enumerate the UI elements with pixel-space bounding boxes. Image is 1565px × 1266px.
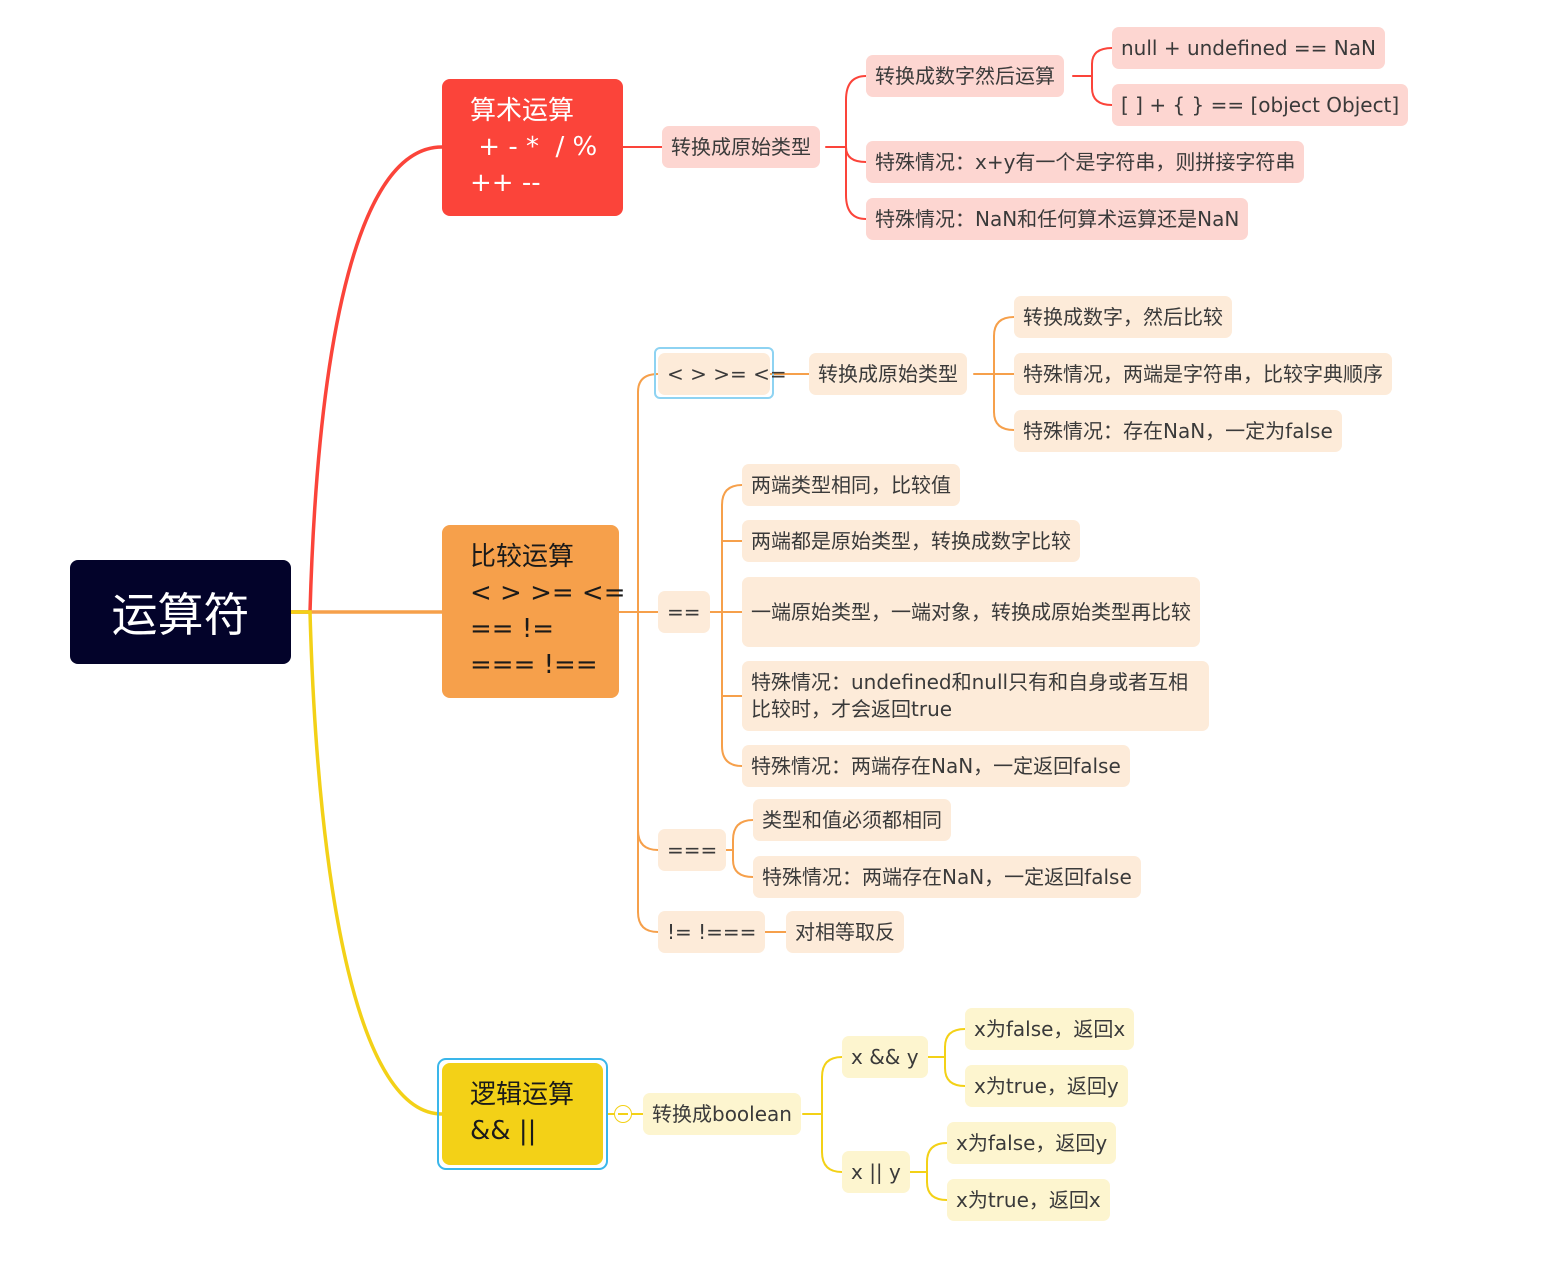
comp-relational[interactable]: < > >= <= <box>658 353 787 395</box>
comp-strict-equal[interactable]: === <box>658 829 727 871</box>
comp-eq-nan-special[interactable]: 特殊情况：两端存在NaN，一定返回false <box>742 745 1130 787</box>
topic-logic[interactable]: 逻辑运算 && || <box>442 1063 603 1165</box>
comp-not-equal[interactable]: != !=== <box>658 911 766 953</box>
link-root-logic <box>289 610 444 1116</box>
logic-or-true[interactable]: x为true，返回x <box>947 1179 1110 1221</box>
arith-special-nan[interactable]: 特殊情况：NaN和任何算术运算还是NaN <box>866 198 1249 240</box>
logic-and-false[interactable]: x为false，返回x <box>965 1008 1135 1050</box>
logic-and[interactable]: x && y <box>842 1036 928 1078</box>
comp-rel-nan-special[interactable]: 特殊情况：存在NaN，一定为false <box>1014 410 1342 452</box>
logic-to-boolean[interactable]: 转换成boolean <box>643 1093 801 1135</box>
arith-special-string-concat[interactable]: 特殊情况：x+y有一个是字符串，则拼接字符串 <box>866 141 1305 183</box>
logic-and-true[interactable]: x为true，返回y <box>965 1065 1128 1107</box>
logic-or[interactable]: x || y <box>842 1151 910 1193</box>
selection-frame-logic <box>437 1058 608 1170</box>
comp-rel-to-primitive[interactable]: 转换成原始类型 <box>809 353 967 395</box>
root-topic-label: 运算符 <box>111 588 250 642</box>
comp-rel-string-special[interactable]: 特殊情况，两端是字符串，比较字典顺序 <box>1014 353 1392 395</box>
comp-loose-equal[interactable]: == <box>658 591 710 633</box>
comp-rel-to-number[interactable]: 转换成数字，然后比较 <box>1014 296 1232 338</box>
comp-eq-both-primitive[interactable]: 两端都是原始类型，转换成数字比较 <box>742 520 1080 562</box>
topic-arithmetic[interactable]: 算术运算 + - * / % ++ -- <box>442 79 623 216</box>
comp-eq-same-type[interactable]: 两端类型相同，比较值 <box>742 464 960 506</box>
selection-frame <box>654 347 774 399</box>
topic-comparison[interactable]: 比较运算 < > >= <= == != === !== <box>442 525 626 698</box>
arith-example-array-object[interactable]: [ ] + { } == [object Object] <box>1112 84 1409 126</box>
arith-to-number[interactable]: 转换成数字然后运算 <box>866 55 1064 97</box>
logic-or-false[interactable]: x为false，返回y <box>947 1122 1117 1164</box>
comp-seq-nan-special[interactable]: 特殊情况：两端存在NaN，一定返回false <box>753 856 1141 898</box>
comp-eq-object[interactable]: 一端原始类型，一端对象，转换成原始类型再比较 <box>742 577 1200 647</box>
comp-not-equal-desc[interactable]: 对相等取反 <box>786 911 904 953</box>
root-topic[interactable]: 运算符 <box>70 560 291 664</box>
collapse-toggle-icon[interactable] <box>614 1105 632 1123</box>
comp-seq-same[interactable]: 类型和值必须都相同 <box>753 799 951 841</box>
link-root-arith <box>289 145 444 614</box>
arith-example-null-undefined[interactable]: null + undefined == NaN <box>1112 27 1385 69</box>
comp-eq-null-special[interactable]: 特殊情况：undefined和null只有和自身或者互相比较时，才会返回true <box>742 661 1209 731</box>
arith-to-primitive[interactable]: 转换成原始类型 <box>662 126 820 168</box>
